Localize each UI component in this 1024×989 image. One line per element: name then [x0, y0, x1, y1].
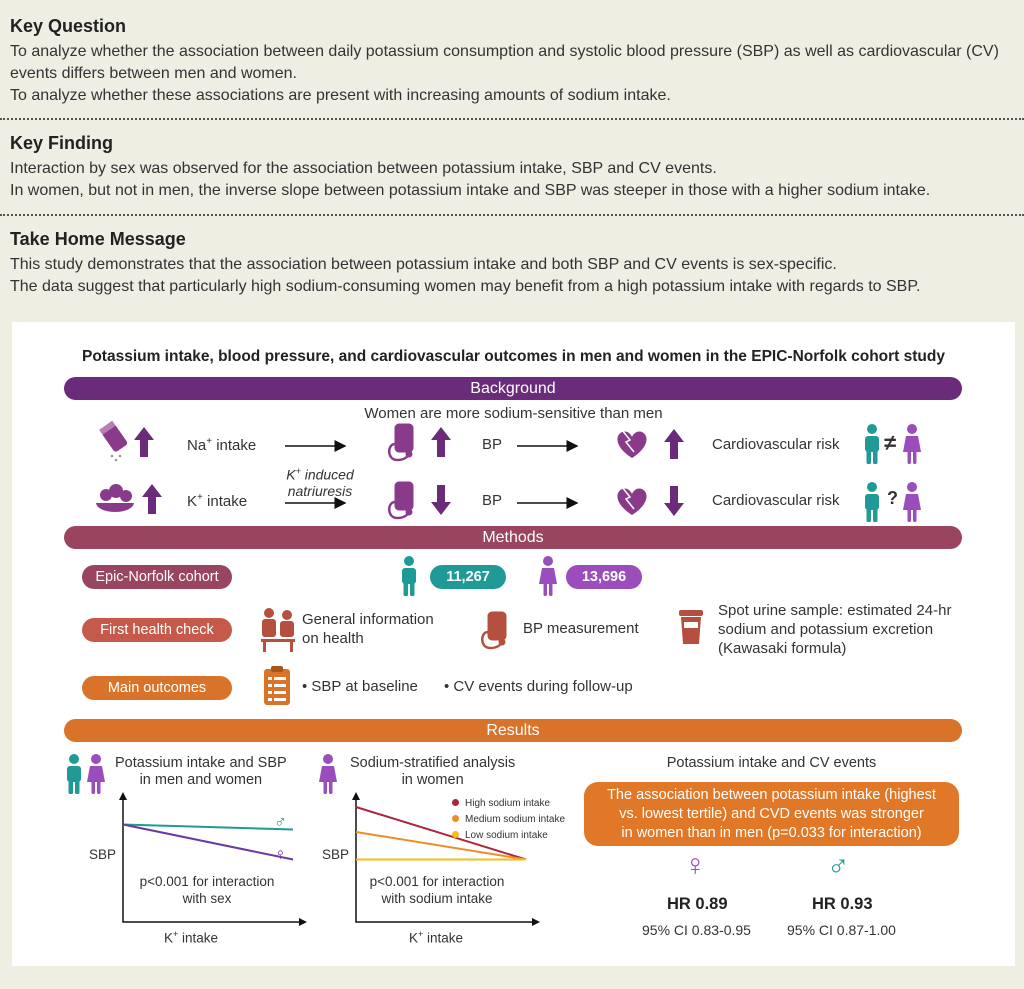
key-finding-section: Key Finding Interaction by sex was obser…	[10, 133, 1014, 202]
woman-icon-2	[319, 754, 337, 794]
methods-band: Methods	[64, 526, 962, 549]
cv-title: Potassium intake and CV events	[666, 755, 877, 771]
key-finding-line-1: Interaction by sex was observed for the …	[10, 160, 717, 177]
background-subtitle: Women are more sodium-sensitive than men	[364, 405, 663, 422]
sodium-strat-series-0	[355, 806, 527, 861]
panel-title: Potassium intake, blood pressure, and ca…	[81, 348, 945, 365]
legend-low: Low sodium intake	[452, 828, 565, 844]
man-not-equal-woman-icon	[865, 424, 921, 464]
men-ci: 95% CI 0.87-1.00	[787, 922, 896, 938]
urine-cup-icon	[679, 610, 703, 644]
question-sign: ?	[887, 488, 898, 508]
sbp-sex-series-1	[122, 823, 294, 861]
men-hr: HR 0.93	[812, 895, 873, 913]
bp-monitor-icon	[480, 610, 508, 650]
outcome-cv-events: • CV events during follow-up	[444, 678, 633, 695]
heart-up-icon	[616, 429, 684, 459]
sodium-legend: High sodium intake Medium sodium intake …	[452, 796, 565, 844]
divider	[0, 118, 1024, 120]
key-question-section: Key Question To analyze whether the asso…	[10, 16, 1014, 107]
cv-risk-label-1: Cardiovascular risk	[712, 436, 840, 453]
men-count-badge: 11,267	[430, 565, 506, 589]
cv-box-line-3: in women than in men (p=0.033 for intera…	[621, 825, 922, 841]
sbp-sex-x-arrow	[299, 918, 307, 926]
female-symbol: ♀	[274, 845, 287, 864]
doctor-patient-icon	[261, 608, 295, 652]
bp-label-2: BP	[482, 492, 503, 509]
background-band: Background	[64, 377, 962, 400]
potassium-intake-label: K+ intake	[187, 492, 248, 510]
women-ci: 95% CI 0.83-0.95	[642, 922, 751, 938]
divider	[0, 214, 1024, 216]
arrow-4	[517, 497, 579, 509]
bp-label-1: BP	[482, 436, 503, 453]
bp-measurement-text: BP measurement	[523, 620, 639, 637]
arrow-1	[285, 440, 347, 452]
sodium-strat-series-1	[355, 831, 527, 861]
key-finding-line-2: In women, but not in men, the inverse sl…	[10, 182, 931, 199]
outcome-sbp: • SBP at baseline	[302, 678, 418, 695]
men-symbol: ♂	[827, 849, 850, 882]
sodium-chart-ylabel: SBP	[322, 847, 350, 862]
woman-icon	[539, 556, 557, 596]
sodium-strat-axes	[355, 794, 536, 923]
outcomes-pill: Main outcomes	[82, 676, 232, 700]
not-equal-sign: ≠	[884, 430, 897, 455]
key-question-line-1: To analyze whether the association betwe…	[10, 43, 999, 82]
sodium-strat-y-arrow	[352, 792, 360, 800]
legend-medium: Medium sodium intake	[452, 812, 565, 828]
sodium-intake-label: Na+ intake	[187, 436, 257, 454]
sbp-sex-axes	[122, 794, 303, 923]
cv-box-line-1: The association between potassium intake…	[607, 787, 936, 803]
heart-down-icon	[616, 486, 684, 516]
cohort-pill: Epic-Norfolk cohort	[82, 565, 232, 589]
sbp-sex-chart	[119, 792, 307, 926]
women-hr: HR 0.89	[667, 895, 728, 913]
take-home-line-2: The data suggest that particularly high …	[10, 278, 921, 295]
results-band: Results	[64, 719, 962, 742]
sodium-stratified-chart	[352, 792, 540, 926]
bp-monitor-up-icon	[387, 422, 451, 462]
take-home-line-1: This study demonstrates that the associa…	[10, 256, 837, 273]
arrow-2	[517, 440, 579, 452]
take-home-heading: Take Home Message	[10, 229, 186, 249]
sbp-chart-xlabel: K+ intake	[164, 929, 219, 946]
women-count-badge: 13,696	[566, 565, 642, 589]
arrow-3	[285, 497, 347, 509]
key-question-heading: Key Question	[10, 16, 127, 36]
key-question-line-2: To analyze whether these associations ar…	[10, 87, 671, 104]
salt-shaker-icon	[99, 420, 154, 462]
vegetables-bowl-icon	[96, 484, 162, 514]
legend-high: High sodium intake	[452, 796, 565, 812]
women-symbol: ♀	[684, 849, 707, 882]
sodium-strat-x-arrow	[532, 918, 540, 926]
man-woman-icon	[67, 754, 105, 794]
sbp-chart-ylabel: SBP	[89, 847, 117, 862]
take-home-section: Take Home Message This study demonstrate…	[10, 229, 1014, 298]
key-finding-heading: Key Finding	[10, 133, 113, 153]
bp-monitor-down-icon	[387, 480, 451, 520]
sbp-sex-y-arrow	[119, 792, 127, 800]
sbp-sex-series-0	[122, 823, 294, 831]
health-check-pill: First health check	[82, 618, 232, 642]
cv-box-line-2: vs. lowest tertile) and CVD events was s…	[619, 806, 924, 822]
male-symbol: ♂	[274, 812, 287, 831]
cv-finding-box: The association between potassium intake…	[584, 782, 959, 846]
man-icon	[402, 556, 416, 596]
clipboard-icon	[264, 666, 290, 705]
sodium-chart-xlabel: K+ intake	[409, 929, 464, 946]
cv-risk-label-2: Cardiovascular risk	[712, 492, 840, 509]
graphical-abstract: Potassium intake, blood pressure, and ca…	[12, 322, 1015, 966]
